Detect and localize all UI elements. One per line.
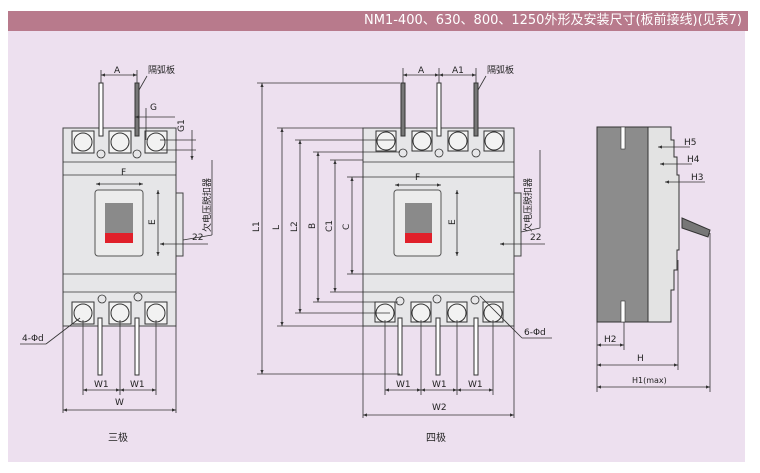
caption-three-pole: 三极 bbox=[108, 431, 128, 444]
dim-l2-label: L2 bbox=[290, 221, 300, 232]
arc-plate-label: 隔弧板 bbox=[487, 64, 514, 76]
dim-l1-label: L1 bbox=[252, 221, 262, 232]
handle-red-band bbox=[105, 233, 133, 243]
dim-f-label: F bbox=[121, 168, 126, 178]
dim-w1-label: W1 bbox=[94, 380, 109, 390]
dim-a1-label: A1 bbox=[452, 66, 464, 76]
side-view: H5 H4 H3 H2 H H1(max) bbox=[596, 126, 711, 392]
dim-l-label: L bbox=[272, 225, 282, 230]
holes-4pole-label: 6-Φd bbox=[524, 328, 546, 338]
section-title-bar: NM1-400、630、800、1250外形及安装尺寸(板前接线)(见表7) bbox=[8, 11, 748, 31]
dim-a-label: A bbox=[418, 66, 425, 76]
top-terminals bbox=[71, 130, 168, 159]
dim-h2-label: H2 bbox=[604, 335, 617, 345]
dim-w1-label: W1 bbox=[468, 380, 483, 390]
dim-g1-label: G1 bbox=[177, 119, 187, 132]
top-terminals bbox=[375, 130, 505, 158]
dim-w-label: W bbox=[115, 398, 124, 408]
uv-release-label: 欠电压脱扣器 bbox=[201, 178, 213, 232]
dim-22-label: 22 bbox=[530, 233, 541, 243]
dim-h5-label: H5 bbox=[684, 138, 697, 148]
dim-h4-label: H4 bbox=[687, 155, 700, 165]
dim-h-label: H bbox=[637, 354, 644, 364]
dim-w1-label: W1 bbox=[432, 380, 447, 390]
dim-g-label: G bbox=[150, 103, 157, 113]
dim-w1-label: W1 bbox=[396, 380, 411, 390]
dim-c1-label: C1 bbox=[325, 220, 335, 232]
uv-release-label: 欠电压脱扣器 bbox=[522, 178, 534, 232]
dim-e-label: E bbox=[148, 219, 158, 225]
arc-plate-label: 隔弧板 bbox=[148, 64, 175, 76]
holes-3pole-label: 4-Φd bbox=[22, 334, 44, 344]
bottom-terminals bbox=[71, 292, 168, 325]
dim-22-label: 22 bbox=[192, 233, 203, 243]
dim-b-label: B bbox=[308, 223, 318, 229]
dim-w2-label: W2 bbox=[432, 403, 447, 413]
dim-h1-label: H1(max) bbox=[632, 376, 667, 385]
dim-f-label: F bbox=[415, 173, 420, 183]
three-pole-front-view: A 隔弧板 G G1 F E 欠电压脱扣器 22 4-Φd W1 W1 W 三极 bbox=[20, 64, 213, 444]
caption-four-pole: 四极 bbox=[426, 431, 446, 444]
bottom-terminals bbox=[374, 294, 504, 323]
dim-c-label: C bbox=[342, 224, 352, 230]
dim-e-label: E bbox=[448, 219, 458, 225]
section-title: NM1-400、630、800、1250外形及安装尺寸(板前接线)(见表7) bbox=[364, 13, 742, 28]
dim-w1-label: W1 bbox=[130, 380, 145, 390]
dim-a-label: A bbox=[114, 66, 121, 76]
dim-h3-label: H3 bbox=[691, 173, 704, 183]
four-pole-front-view: A A1 隔弧板 L1 L L2 B C1 C F E 欠电压脱扣器 22 6-… bbox=[252, 64, 552, 444]
